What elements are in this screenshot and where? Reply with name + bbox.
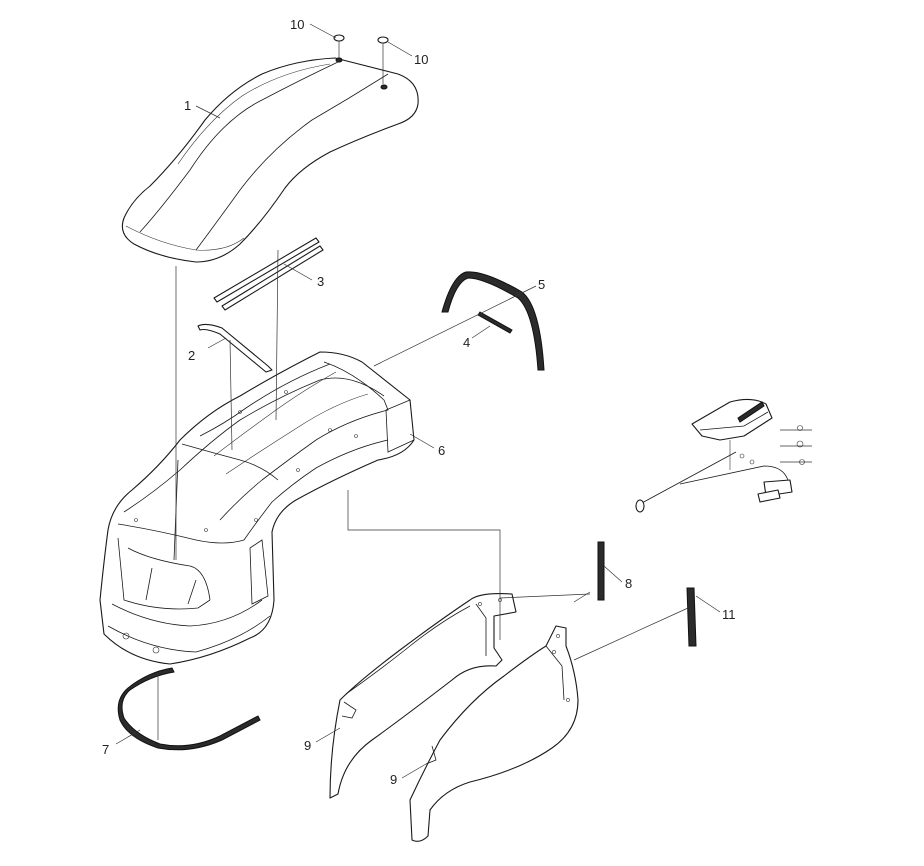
callout-10-top-right: 10	[414, 52, 428, 67]
callout-9-bottom: 9	[390, 772, 397, 787]
callout-11: 11	[722, 607, 736, 622]
part-8-side-strip	[597, 541, 605, 601]
callout-6: 6	[438, 443, 445, 458]
callout-4: 4	[463, 335, 470, 350]
callout-5: 5	[538, 277, 545, 292]
callout-8: 8	[625, 576, 632, 591]
part-9-right-panel	[409, 625, 579, 842]
part-4-small-strip	[477, 311, 513, 334]
part-3-seal-strip	[213, 237, 324, 311]
hardware-assembly	[635, 398, 812, 513]
callout-7: 7	[102, 742, 109, 757]
part-7-bottom-seal	[117, 667, 261, 751]
leader-lines	[115, 23, 721, 779]
callout-numbers: 10 10 1 3 5 2 4 6 8 11 7 9 9	[102, 17, 736, 787]
part-10-plugs	[333, 34, 389, 90]
part-6-hood-body	[99, 351, 415, 665]
part-11-side-strip	[686, 587, 697, 647]
part-2-seal-strip	[197, 323, 273, 373]
callout-2: 2	[188, 348, 195, 363]
callout-3: 3	[317, 274, 324, 289]
part-5-arch-seal	[441, 271, 545, 371]
callout-9-left: 9	[304, 738, 311, 753]
part-9-left-frame	[329, 593, 517, 799]
callout-10-top-left: 10	[290, 17, 304, 32]
callout-1: 1	[184, 98, 191, 113]
part-1-top-cover	[121, 57, 419, 263]
